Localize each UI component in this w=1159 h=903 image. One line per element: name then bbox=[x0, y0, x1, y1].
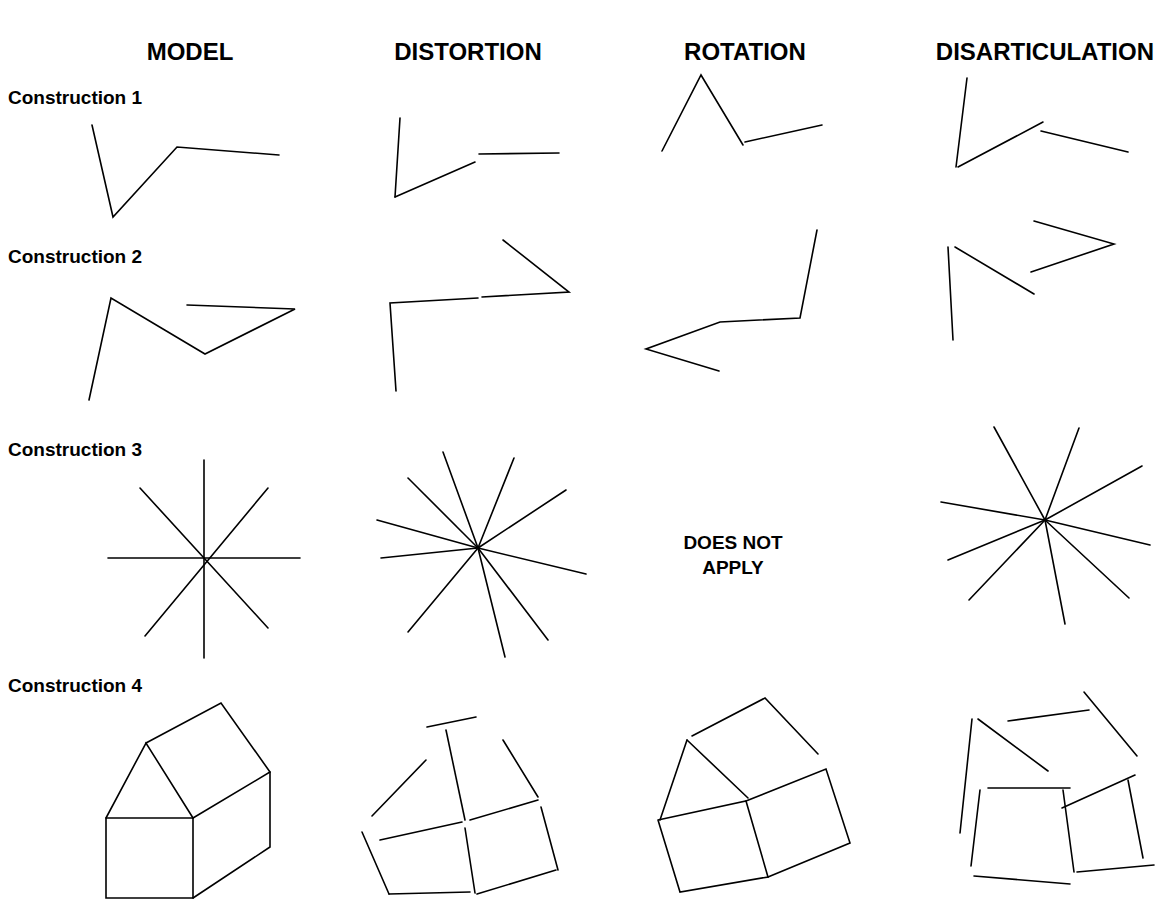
row-label: Construction 2 bbox=[8, 246, 142, 268]
row-label: Construction 3 bbox=[8, 439, 142, 461]
rotation-figure bbox=[662, 75, 822, 151]
model-figure bbox=[108, 460, 300, 658]
disarticulation-figure bbox=[941, 427, 1150, 624]
rotation-figure bbox=[646, 230, 817, 371]
distortion-figure bbox=[390, 240, 569, 391]
rotation-figure bbox=[658, 698, 850, 892]
model-figure bbox=[89, 298, 295, 400]
column-header: ROTATION bbox=[684, 38, 806, 66]
disarticulation-figure bbox=[948, 221, 1114, 340]
model-figure bbox=[106, 703, 270, 898]
distortion-figure bbox=[395, 118, 559, 197]
column-header: DISARTICULATION bbox=[936, 38, 1154, 66]
distortion-figure bbox=[362, 717, 558, 894]
distortion-figure bbox=[377, 452, 586, 657]
disarticulation-figure bbox=[960, 692, 1154, 884]
disarticulation-figure bbox=[956, 78, 1128, 167]
model-figure bbox=[92, 125, 279, 217]
not-applicable-note: DOES NOT APPLY bbox=[663, 531, 803, 580]
row-label: Construction 1 bbox=[8, 87, 142, 109]
row-label: Construction 4 bbox=[8, 675, 142, 697]
column-header: DISTORTION bbox=[394, 38, 542, 66]
column-header: MODEL bbox=[147, 38, 234, 66]
